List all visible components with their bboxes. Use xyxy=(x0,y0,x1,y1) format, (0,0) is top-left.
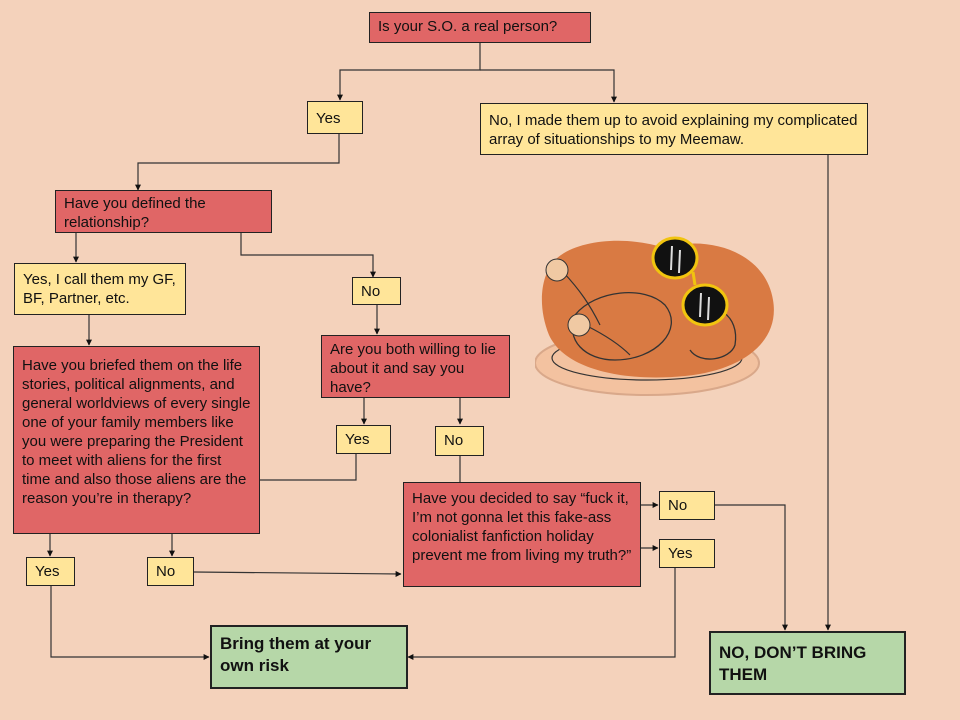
question-real-person: Is your S.O. a real person? xyxy=(369,12,591,43)
answer-lie-no: No xyxy=(435,426,484,456)
edge-defined-no xyxy=(240,233,376,278)
result-bring-at-own-risk: Bring them at your own risk xyxy=(210,625,408,689)
answer-defined-no: No xyxy=(352,277,401,305)
edge-real-no xyxy=(480,69,617,103)
answer-briefed-no: No xyxy=(147,557,194,586)
answer-decided-no: No xyxy=(659,491,715,520)
answer-lie-yes: Yes xyxy=(336,425,391,454)
edge-yes-defined xyxy=(135,133,340,191)
edge-briefedno-decided xyxy=(193,570,402,577)
question-briefed-family: Have you briefed them on the life storie… xyxy=(13,346,260,534)
result-dont-bring: NO, DON’T BRING THEM xyxy=(709,631,906,695)
question-decided-truth: Have you decided to say “fuck it, I’m no… xyxy=(403,482,641,587)
answer-made-up: No, I made them up to avoid explaining m… xyxy=(480,103,868,155)
edge-real-yes xyxy=(337,42,481,101)
question-willing-to-lie: Are you both willing to lie about it and… xyxy=(321,335,510,398)
edge-decidedyes-bring xyxy=(407,567,676,660)
edge-decidedno-dont xyxy=(715,504,788,631)
edge-briefedyes-bring xyxy=(50,586,210,660)
answer-briefed-yes: Yes xyxy=(26,557,75,586)
answer-defined-yes: Yes, I call them my GF, BF, Partner, etc… xyxy=(14,263,186,315)
edge-lieyes-briefed xyxy=(260,454,357,481)
answer-decided-yes: Yes xyxy=(659,539,715,568)
turkey-with-sunglasses-icon xyxy=(535,236,774,396)
answer-real-yes: Yes xyxy=(307,101,363,134)
question-defined-relationship: Have you defined the relationship? xyxy=(55,190,272,233)
